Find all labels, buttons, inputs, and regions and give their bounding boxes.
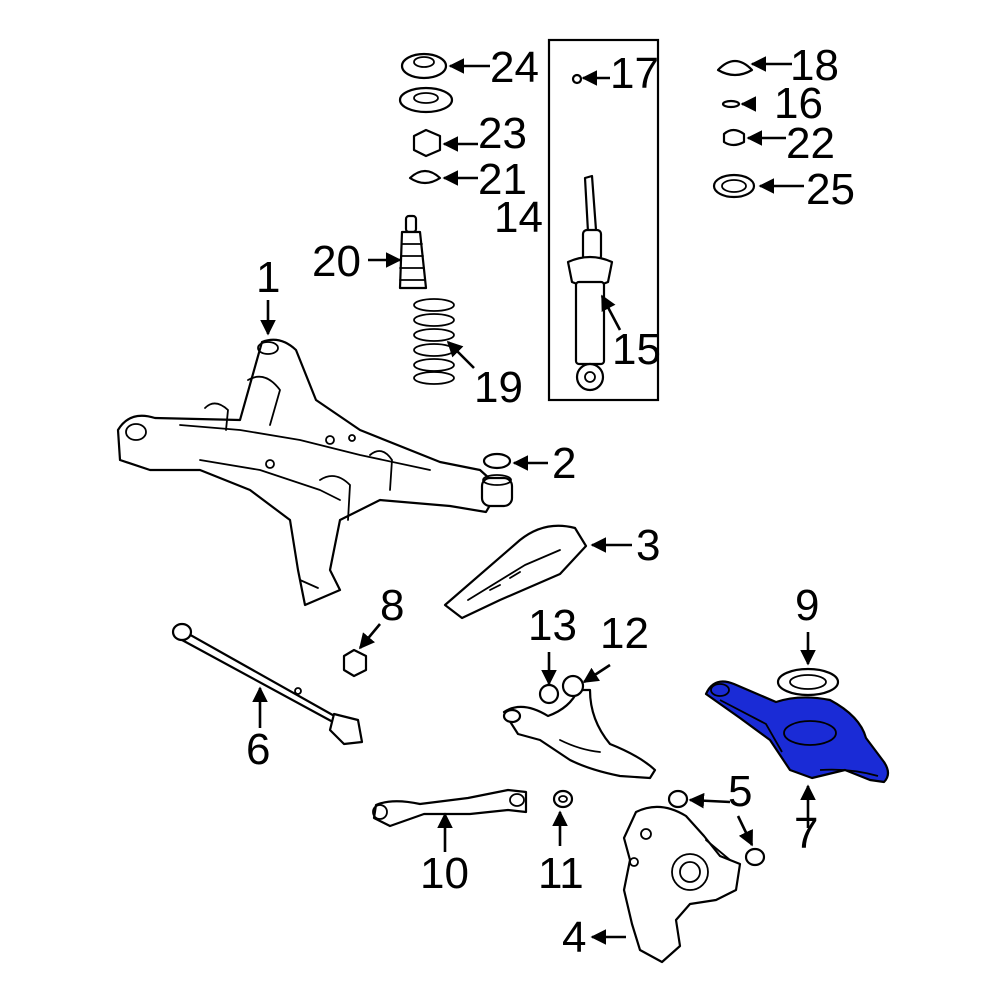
part-20-dust-boot[interactable] <box>398 214 428 290</box>
callout-15: 15 <box>612 325 661 374</box>
callout-25: 25 <box>806 165 855 214</box>
callout-1: 1 <box>256 253 280 302</box>
part-1-crossmember-subframe[interactable] <box>116 338 502 607</box>
part-12-upper-control-arm[interactable] <box>502 674 657 780</box>
part-17-nut[interactable] <box>571 73 583 85</box>
part-2-subframe-bushing[interactable] <box>480 452 514 508</box>
part-23-bushing[interactable] <box>412 128 442 158</box>
part-6-lateral-link[interactable] <box>171 622 364 746</box>
callout-5: 5 <box>728 767 752 816</box>
callout-7: 7 <box>794 809 818 858</box>
callout-14: 14 <box>494 193 543 242</box>
callout-10: 10 <box>420 849 469 898</box>
part-11-bushing[interactable] <box>552 789 574 809</box>
callout-20: 20 <box>312 237 361 286</box>
leader-lines <box>252 56 816 945</box>
part-4-knuckle[interactable] <box>622 805 742 964</box>
part-15-shock-absorber[interactable] <box>566 174 614 392</box>
callout-13: 13 <box>528 601 577 650</box>
part-5-bushing[interactable] <box>667 789 766 867</box>
callout-19: 19 <box>474 363 523 412</box>
part-16-washer[interactable] <box>721 99 741 109</box>
part-9-spring-seat[interactable] <box>776 667 840 697</box>
callout-12: 12 <box>600 609 649 658</box>
part-19-coil-spring[interactable] <box>413 298 455 385</box>
part-10-toe-link[interactable] <box>372 788 528 828</box>
part-25-insulator[interactable] <box>712 173 756 199</box>
callout-23: 23 <box>478 109 527 158</box>
part-13-bushing[interactable] <box>538 683 560 705</box>
callout-21: 21 <box>478 155 527 204</box>
callout-4: 4 <box>562 913 586 962</box>
part-21-bump-stop-seat[interactable] <box>408 169 442 185</box>
part-18-mount-cap[interactable] <box>716 59 754 77</box>
part-3-brace[interactable] <box>443 524 588 620</box>
callout-3: 3 <box>636 521 660 570</box>
callout-16: 16 <box>774 79 823 128</box>
callout-18: 18 <box>790 41 839 90</box>
shock-group-box <box>547 38 660 402</box>
callout-17: 17 <box>610 49 659 98</box>
callout-11: 11 <box>538 849 584 898</box>
callout-labels: 1 2 3 4 5 6 7 8 9 10 11 12 13 14 15 16 1… <box>246 41 855 962</box>
part-22-bushing[interactable] <box>722 128 746 147</box>
callout-6: 6 <box>246 725 270 774</box>
callout-2: 2 <box>552 439 576 488</box>
callout-9: 9 <box>795 581 819 630</box>
callout-8: 8 <box>380 581 404 630</box>
callout-24: 24 <box>490 43 539 92</box>
part-8-bushing[interactable] <box>342 648 368 678</box>
part-7-lower-control-arm[interactable] <box>704 680 890 784</box>
callout-22: 22 <box>786 119 835 168</box>
part-24-upper-mount[interactable] <box>398 52 454 114</box>
